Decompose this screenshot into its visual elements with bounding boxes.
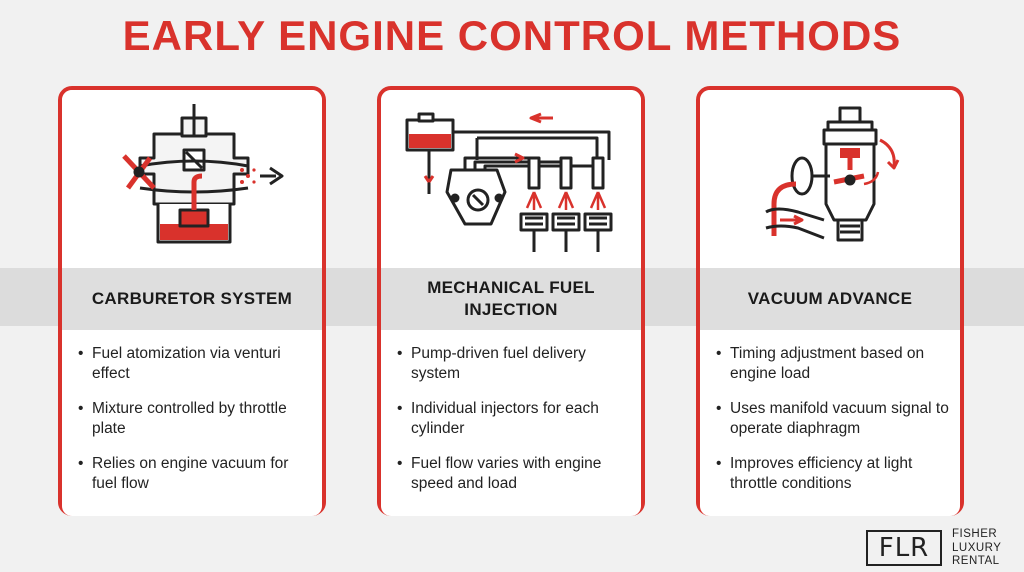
list-item: Improves efficiency at light throttle co…	[716, 454, 952, 494]
page-title: EARLY ENGINE CONTROL METHODS	[122, 12, 902, 59]
bullet-list: Timing adjustment based on engine load U…	[716, 344, 952, 509]
card-carburetor: CARBURETOR SYSTEM Fuel atomization via v…	[58, 86, 326, 516]
list-item: Timing adjustment based on engine load	[716, 344, 952, 384]
card-heading: MECHANICAL FUEL INJECTION	[427, 278, 595, 319]
card-heading: CARBURETOR SYSTEM	[91, 289, 293, 308]
list-item: Fuel atomization via venturi effect	[78, 344, 314, 384]
card-mechanical-fuel-injection: MECHANICAL FUEL INJECTION Pump-driven fu…	[377, 86, 645, 516]
list-item: Pump-driven fuel delivery system	[397, 344, 633, 384]
logo-wordmark: FISHER LUXURY RENTAL	[952, 528, 1022, 569]
list-item: Relies on engine vacuum for fuel flow	[78, 454, 314, 494]
fuel-injection-icon	[405, 112, 613, 252]
list-item: Uses manifold vacuum signal to operate d…	[716, 399, 952, 439]
logo-mark: FLR	[866, 530, 942, 566]
list-item: Individual injectors for each cylinder	[397, 399, 633, 439]
carburetor-icon	[122, 104, 284, 244]
distributor-vacuum-advance-icon	[765, 106, 900, 242]
logo-line: FISHER	[952, 528, 998, 540]
bullet-list: Pump-driven fuel delivery system Individ…	[397, 344, 633, 509]
logo-line: RENTAL	[952, 555, 1000, 567]
list-item: Mixture controlled by throttle plate	[78, 399, 314, 439]
bullet-list: Fuel atomization via venturi effect Mixt…	[78, 344, 314, 509]
card-vacuum-advance: VACUUM ADVANCE Timing adjustment based o…	[696, 86, 964, 516]
list-item: Fuel flow varies with engine speed and l…	[397, 454, 633, 494]
brand-logo: FLR FISHER LUXURY RENTAL	[866, 528, 1022, 568]
card-heading: VACUUM ADVANCE	[747, 289, 913, 308]
logo-line: LUXURY	[952, 541, 1002, 554]
